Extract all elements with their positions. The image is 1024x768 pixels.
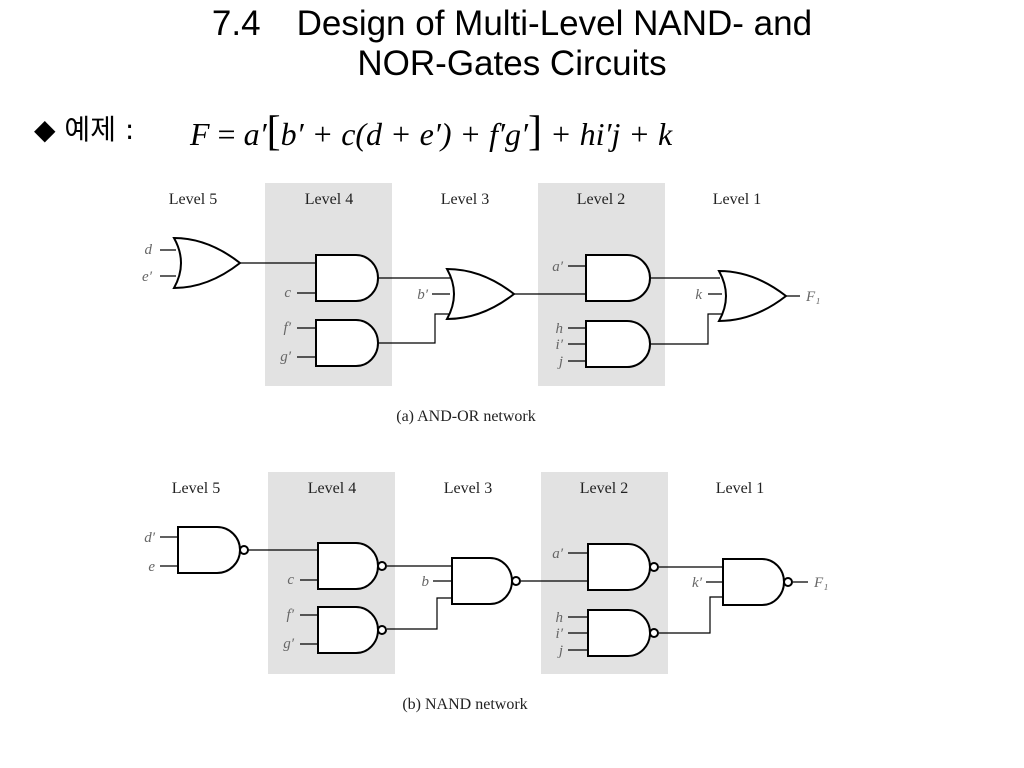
- level-5-label: Level 5: [169, 191, 217, 208]
- and-gate-level4-bottom: [315, 319, 379, 367]
- level-2-label: Level 2: [577, 191, 625, 208]
- input-b: b′: [417, 287, 429, 303]
- level-1-label: Level 1: [713, 191, 761, 208]
- nand-gate-level2-top: [587, 543, 651, 591]
- nand-network: Level 5 Level 4 Level 3 Level 2 Level 1 …: [144, 472, 828, 713]
- input-i: i′: [556, 337, 564, 353]
- input-f-b: f′: [287, 607, 295, 623]
- or-gate-level5: [172, 236, 242, 290]
- example-label: ◆ 예제 :: [34, 113, 135, 146]
- level-4-label: Level 4: [305, 191, 353, 208]
- wires: [160, 249, 800, 362]
- input-a: a′: [552, 259, 564, 275]
- and-gate-level2-bottom: [585, 320, 651, 368]
- input-c: c: [284, 285, 291, 301]
- formula-F: F: [190, 116, 210, 152]
- caption-a: (a) AND-OR network: [396, 408, 536, 425]
- formula-eq: =: [209, 116, 244, 152]
- slide-title: 7.4 Design of Multi-Level NAND- and NOR-G…: [0, 4, 1024, 84]
- wires-b: [160, 536, 808, 651]
- section-number: 7.4: [211, 4, 261, 43]
- output-F1: F₁: [805, 289, 820, 305]
- nand-bubble-level4-top: [377, 561, 387, 571]
- nand-bubble-level4-bottom: [377, 625, 387, 635]
- caption-b: (b) NAND network: [402, 696, 527, 713]
- formula-tail: + hi′j + k: [541, 116, 673, 152]
- input-j-b: j: [557, 643, 563, 659]
- level-3-label: Level 3: [441, 191, 489, 208]
- input-h-b: h: [556, 610, 564, 626]
- input-h: h: [556, 321, 564, 337]
- level-5-label-b: Level 5: [172, 480, 220, 497]
- nand-bubble-level1: [783, 577, 793, 587]
- nand-bubble-level2-bottom: [649, 628, 659, 638]
- level-3-label-b: Level 3: [444, 480, 492, 497]
- boolean-formula: F = a′[b′ + c(d + e′) + f′g′] + hi′j + k: [190, 108, 672, 156]
- nand-gate-level5: [177, 526, 241, 574]
- formula-right-bracket: ]: [527, 109, 542, 155]
- nand-bubble-level5: [239, 545, 249, 555]
- or-gate-level1: [717, 269, 788, 323]
- or-gate-level3: [445, 267, 516, 321]
- nand-bubble-level2-top: [649, 562, 659, 572]
- input-e-b: e: [148, 559, 155, 575]
- input-j: j: [557, 354, 563, 370]
- input-g-b: g′: [283, 636, 295, 652]
- nand-gate-level1: [722, 558, 785, 606]
- nand-gate-level4-top: [317, 542, 379, 590]
- title-line-1: Design of Multi-Level NAND- and: [296, 4, 813, 43]
- nand-gate-level4-bottom: [317, 606, 379, 654]
- formula-left-bracket: [: [266, 109, 281, 155]
- formula-inner: b′ + c(d + e′) + f′g′: [280, 116, 528, 152]
- and-or-network: Level 5 Level 4 Level 3 Level 2 Level 1 …: [142, 183, 820, 425]
- formula-a: a′: [243, 116, 267, 152]
- input-e: e′: [142, 269, 153, 285]
- input-a-b: a′: [552, 546, 564, 562]
- output-F1-b: F₁: [813, 575, 828, 591]
- input-c-b: c: [287, 572, 294, 588]
- title-line-2: NOR-Gates Circuits: [357, 44, 667, 83]
- and-gate-level2-top: [585, 254, 651, 302]
- level-4-label-b: Level 4: [308, 480, 356, 497]
- nand-bubble-level3: [511, 576, 521, 586]
- input-d: d: [145, 242, 153, 258]
- nand-gate-level2-bottom: [587, 609, 651, 657]
- and-gate-level4-top: [315, 254, 379, 302]
- level-1-label-b: Level 1: [716, 480, 764, 497]
- input-d-b: d′: [144, 530, 156, 546]
- nand-gate-level3: [451, 557, 513, 605]
- level-2-label-b: Level 2: [580, 480, 628, 497]
- input-k-b: k′: [692, 575, 703, 591]
- input-f: f′: [284, 320, 292, 336]
- input-i-b: i′: [556, 626, 564, 642]
- input-b-b: b: [422, 574, 430, 590]
- input-g: g′: [280, 349, 292, 365]
- input-k: k: [695, 287, 702, 303]
